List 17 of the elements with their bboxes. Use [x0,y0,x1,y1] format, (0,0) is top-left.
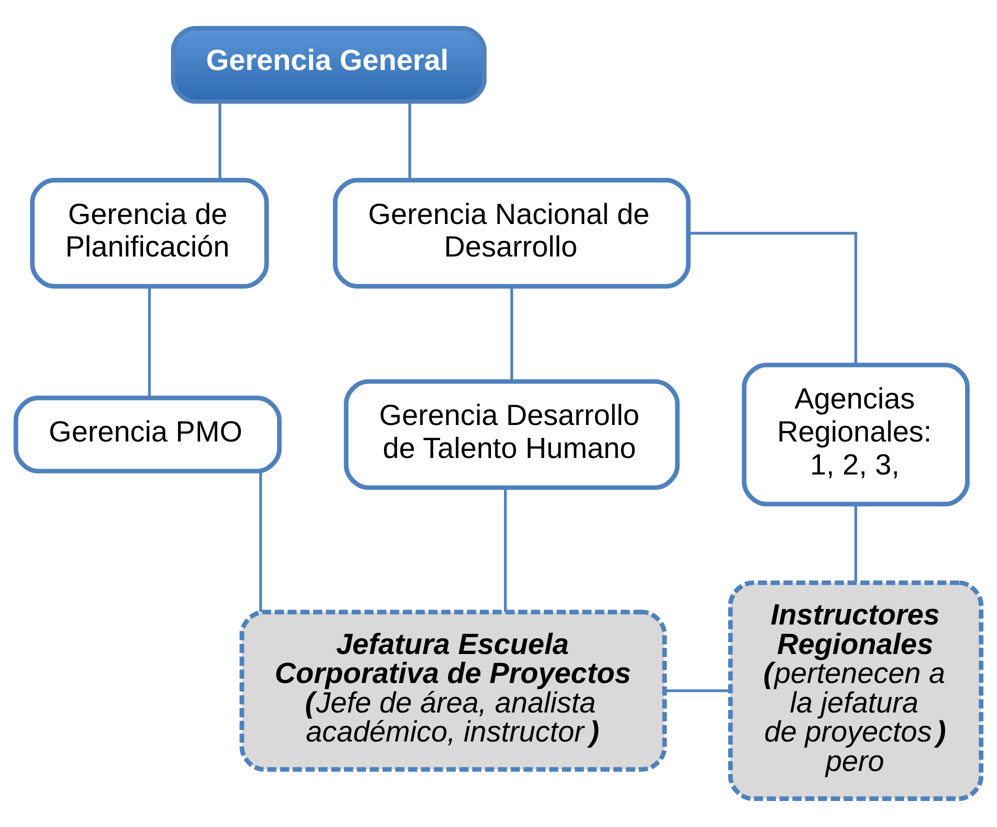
node-box: Gerencia Desarrollo de Talento Humano [344,379,680,490]
connector [688,232,858,365]
connector [854,504,858,582]
node-box: Gerencia Nacional de Desarrollo [332,178,691,289]
connector [148,286,151,398]
node-box: Gerencia de Planificación [30,178,269,289]
connector [665,689,730,692]
connector [510,286,514,381]
node-box: Jefatura Escuela Corporativa de Proyectos (Jefe de área, analista académico, instructor) [240,610,667,772]
node-box: Gerencia General [170,26,487,104]
node-box: Gerencia PMO [14,396,282,474]
node-box: Instructores Regionales (pertenecen a la jefatura de proyectos) pero [728,580,984,801]
connector [218,102,222,180]
connector [504,488,507,612]
node-box: Agencias Regionales: 1, 2, 3, [742,362,970,506]
connector [408,102,412,180]
connector [259,471,262,612]
